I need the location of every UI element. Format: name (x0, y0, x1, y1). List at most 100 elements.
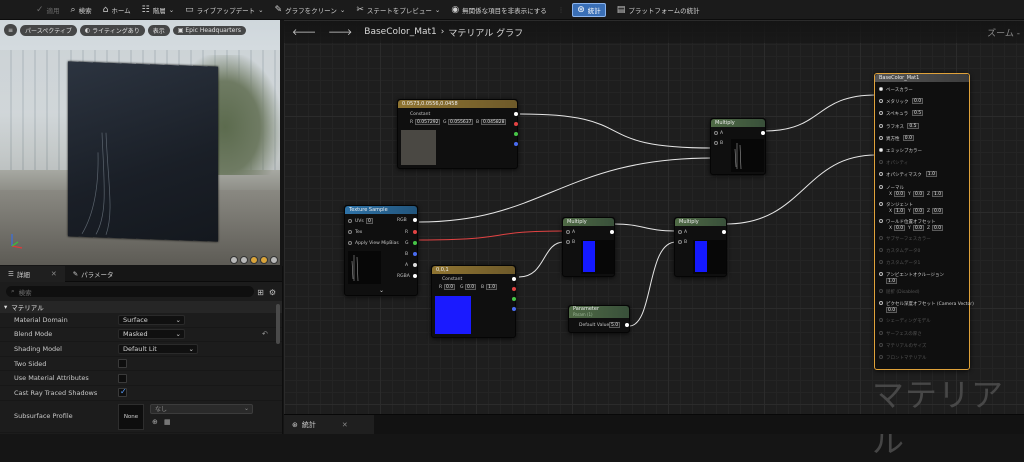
input-pin[interactable] (879, 330, 883, 335)
lighting-button[interactable]: ◐ライティングあり (79, 24, 145, 36)
apply-button[interactable]: ✓適用 (36, 4, 60, 15)
input-pin[interactable] (879, 247, 883, 252)
input-pin[interactable] (879, 111, 883, 116)
output-g-pin[interactable] (413, 241, 417, 245)
vector-value-field[interactable]: 0.0 (894, 224, 906, 231)
input-b-pin[interactable] (678, 240, 682, 244)
sphere-preview-icon[interactable] (230, 256, 238, 264)
output-pin[interactable] (625, 323, 629, 327)
apply-view-mip-bias-pin[interactable] (348, 241, 352, 245)
tab-stats[interactable]: ⊛ 統計 ✕ (284, 415, 374, 434)
input-pin[interactable] (879, 301, 883, 306)
vector-g-field[interactable]: 0.0 (465, 284, 477, 290)
custom-preview-icon[interactable] (270, 256, 278, 264)
input-value-field[interactable]: 0.0 (902, 134, 914, 141)
output-r-pin[interactable] (514, 122, 518, 126)
subsurface-profile-picker[interactable]: なし⌄ (150, 403, 253, 414)
input-value-field[interactable]: 1.0 (925, 171, 937, 178)
preview-viewport[interactable]: ≡ パースペクティブ ◐ライティングあり 表示 ▣Epic Headquarte… (0, 20, 280, 265)
shading-model-dropdown[interactable]: Default Lit⌄ (118, 343, 198, 354)
output-b-pin[interactable] (512, 307, 516, 311)
output-pin[interactable] (761, 131, 765, 135)
output-pin[interactable] (610, 230, 614, 234)
output-a-pin[interactable] (413, 263, 417, 267)
browse-arrow-icon[interactable]: ⊕ (152, 417, 158, 426)
vector-g-field[interactable]: 0.055637 (448, 119, 474, 125)
details-search-input[interactable]: ⌕ 検索 (6, 286, 254, 297)
home-button[interactable]: ⌂ホーム (102, 4, 131, 15)
input-a-pin[interactable] (566, 230, 570, 234)
output-g-pin[interactable] (514, 132, 518, 136)
vector-value-field[interactable]: 0.0 (932, 224, 944, 231)
default-value-field[interactable]: 5.0 (609, 322, 621, 328)
vector-b-field[interactable]: 0.045828 (481, 119, 507, 125)
scene-button[interactable]: ▣Epic Headquarters (172, 25, 246, 35)
multiply-node-top[interactable]: Multiply A B (710, 118, 766, 175)
output-r-pin[interactable] (512, 287, 516, 291)
input-pin[interactable] (879, 123, 883, 128)
output-r-pin[interactable] (413, 230, 417, 234)
platform-stats-button[interactable]: ▤プラットフォームの統計 (616, 4, 700, 15)
vector-value-field[interactable]: 1.0 (894, 207, 906, 214)
vector-value-field[interactable]: 0.0 (913, 190, 925, 197)
live-update-button[interactable]: ▭ライブアップデート⌄ (185, 4, 264, 15)
tab-details[interactable]: ☰詳細✕ (0, 265, 65, 282)
multiply-node-middle[interactable]: Multiply A B (562, 217, 615, 277)
plane-preview-icon[interactable] (240, 256, 248, 264)
input-pin[interactable] (879, 289, 883, 294)
input-a-pin[interactable] (714, 131, 718, 135)
folder-icon[interactable]: ▦ (164, 417, 171, 426)
input-b-pin[interactable] (714, 141, 718, 145)
two-sided-checkbox[interactable] (118, 359, 127, 369)
input-pin[interactable] (879, 172, 883, 177)
input-pin[interactable] (879, 160, 883, 165)
uvs-pin[interactable] (348, 219, 352, 223)
input-pin[interactable] (879, 235, 883, 240)
cast-ray-traced-shadows-checkbox[interactable] (118, 387, 127, 398)
material-domain-dropdown[interactable]: Surface⌄ (118, 314, 185, 325)
stats-button[interactable]: ⊛統計 (572, 2, 606, 17)
material-graph[interactable]: 0.0573,0.0556,0.0458 Constant R 0.057292… (284, 20, 1024, 414)
vector-value-field[interactable]: 1.0 (932, 190, 944, 197)
preview-state-button[interactable]: ✂ステートをプレビュー⌄ (356, 4, 441, 15)
output-pin[interactable] (514, 112, 518, 116)
input-pin[interactable] (879, 318, 883, 323)
input-pin[interactable] (879, 272, 883, 277)
subsurface-profile-thumbnail[interactable]: None (118, 403, 144, 430)
tab-parameters[interactable]: ✎パラメータ (72, 269, 114, 279)
toolbar-kebab-icon[interactable]: ⋮ (557, 5, 565, 14)
hierarchy-button[interactable]: ☷階層⌄ (141, 4, 175, 15)
close-icon[interactable]: ✕ (341, 420, 348, 429)
input-a-pin[interactable] (678, 230, 682, 234)
grid-view-icon[interactable]: ⊞ (257, 288, 264, 297)
constant-vector-node[interactable]: 0.0573,0.0556,0.0458 Constant R 0.057292… (397, 99, 518, 169)
vector-b-field[interactable]: 1.0 (486, 284, 498, 290)
constant-blue-node[interactable]: 0,0,1 Constant R 0.0 G 0.0 B 1.0 (431, 265, 516, 338)
use-material-attributes-checkbox[interactable] (118, 373, 127, 383)
input-pin[interactable] (879, 260, 883, 264)
multiply-node-right[interactable]: Multiply A B (674, 217, 727, 277)
reset-to-default-icon[interactable]: ↶ (262, 330, 268, 339)
output-g-pin[interactable] (512, 297, 516, 301)
perspective-button[interactable]: パースペクティブ (20, 24, 77, 36)
input-pin[interactable] (879, 218, 883, 223)
output-pin[interactable] (512, 277, 516, 281)
cylinder-preview-icon[interactable] (260, 256, 268, 264)
output-rgba-pin[interactable] (413, 274, 417, 278)
input-pin[interactable] (879, 148, 883, 152)
input-value-field[interactable]: 0.0 (912, 98, 924, 105)
input-pin[interactable] (879, 135, 883, 140)
search-button[interactable]: ⌕検索 (70, 4, 92, 15)
input-pin[interactable] (879, 87, 883, 91)
clean-graph-button[interactable]: ✎グラフをクリーン⌄ (274, 4, 346, 15)
output-rgb-pin[interactable] (413, 218, 417, 222)
input-value-field[interactable]: 0.5 (912, 110, 924, 117)
uvs-field[interactable]: 0 (366, 218, 373, 224)
input-pin[interactable] (879, 184, 883, 189)
show-button[interactable]: 表示 (147, 24, 170, 36)
hide-unrelated-button[interactable]: ◉無関係な項目を非表示にする (451, 4, 547, 15)
viewport-menu-button[interactable]: ≡ (4, 24, 17, 36)
tex-pin[interactable] (348, 230, 352, 234)
cube-preview-icon[interactable] (250, 256, 258, 264)
